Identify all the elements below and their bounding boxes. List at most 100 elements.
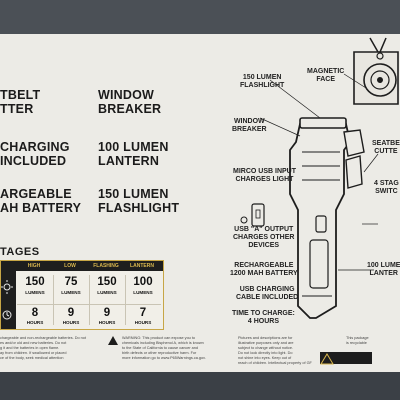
stages-title: TAGES [0,246,40,258]
divider [125,275,126,325]
callout-line: MIRCO USB INPUT [233,168,296,175]
header-high: HIGH [27,263,41,269]
feature-line: FLASHLIGHT [98,201,180,215]
feature-line: AH BATTERY [0,201,82,215]
lumens-unit: LUMENS [61,290,81,295]
fine-line: is recyclable [346,341,367,345]
fine-line: more information go to www.P65Warnings.c… [122,356,206,360]
feature-line: TBELT [0,88,41,102]
callout-line: RECHARGEABLE [234,262,294,269]
fine-line: chargeable and non-rechargeable batterie… [0,336,86,340]
callout-flashlight: 150 LUMEN FLASHLIGHT [240,74,284,90]
feature-flashlight: 150 LUMEN FLASHLIGHT [98,187,179,215]
light-icon [1,280,13,320]
feature-line: WINDOW [98,88,155,102]
callout-magnetic-face: MAGNETIC FACE [307,68,344,84]
hours-unit: HOURS [62,320,80,325]
lumens-flashing: 150 [97,276,117,288]
lumens-unit: LUMENS [25,290,45,295]
callout-switch: 4 STAG SWITC [374,180,399,196]
callout-seatbelt-cutter: SEATBE CUTTE [372,140,400,156]
callout-line: CHARGES OTHER [233,234,295,241]
package-panel: TBELT TTER WINDOW BREAKER CHARGING INCLU… [0,34,400,372]
feature-seatbelt-cutter: TBELT TTER [0,88,40,116]
stages-header-row: HIGH LOW FLASHING LANTERN [1,261,163,271]
feature-line: INCLUDED [0,154,67,168]
callout-line: DEVICES [248,242,280,249]
callout-line: SEATBE [372,140,400,147]
callout-line: CABLE INCLUDED [236,294,299,301]
fine-line: chemicals including Bisphenol A, which i… [122,341,204,345]
feature-battery: ARGEABLE AH BATTERY [0,187,81,215]
callout-line: WINDOW [233,118,265,125]
callout-line: MAGNETIC [307,68,345,75]
callout-charging-cable: USB CHARGING CABLE INCLUDED [236,286,298,302]
callout-line: USB CHARGING [239,286,295,293]
lumens-high: 150 [25,276,45,288]
hours-low: 9 [67,307,75,319]
feature-line: BREAKER [98,102,162,116]
header-flashing: FLASHING [93,263,119,269]
feature-line: CHARGING [0,140,70,154]
fine-line: birth defects or other reproductive harm… [122,351,197,355]
callout-line: FLASHLIGHT [240,82,285,89]
mode-icon-column [1,271,16,329]
stages-table: HIGH LOW FLASHING LANTERN 150 75 150 100 [0,260,164,330]
callout-line: FACE [316,76,335,83]
feature-usb-charging: CHARGING INCLUDED [0,140,70,168]
callout-line: 4 HOURS [247,318,279,325]
warning-triangle-icon [320,353,334,365]
fine-line: Do not look directly into light. Do [238,351,293,355]
callout-micro-usb: MIRCO USB INPUT CHARGES LIGHT [233,168,296,184]
prop65-warning-text: WARNING: This product can expose you to … [122,336,206,361]
hours-high: 8 [31,307,39,319]
hours-unit: HOURS [98,320,116,325]
fine-line: This package [346,336,369,340]
disclaimer-text: Pictures and descriptions are for illust… [238,336,312,366]
fine-line: Pictures and descriptions are for [238,336,293,340]
seatbelt-cutter-blade [345,155,363,189]
recycle-text: This package is recyclable [346,336,369,346]
hours-flashing: 9 [103,307,111,319]
fine-line: not shine into eyes. Keep out of [238,356,292,360]
feature-line: LANTERN [98,154,160,168]
fine-line: ce of the body, seek medical attention [0,356,64,360]
fine-line: WARNING: This product can expose you to [122,336,196,340]
callout-usb-a-output: USB "A" OUTPUT CHARGES OTHER DEVICES [233,226,294,250]
lumens-unit: LUMENS [133,290,153,295]
body-outline [289,123,351,319]
hours-lantern: 7 [139,307,147,319]
hours-unit: HOURS [26,320,44,325]
callout-line: 150 LUMEN [242,74,282,81]
fine-line: to the State of California to cause canc… [122,346,198,350]
callout-lantern: 100 LUME LANTER [367,262,400,278]
callout-line: CHARGES LIGHT [235,176,294,183]
feature-line: ARGEABLE [0,187,72,201]
callout-line: SWITC [375,188,398,195]
lumens-unit: LUMENS [97,290,117,295]
callout-line: TIME TO CHARGE: [232,310,295,317]
window-breaker-tip [343,129,365,157]
callout-line: USB "A" OUTPUT [234,226,294,233]
switch-button [315,215,327,233]
callout-battery: RECHARGEABLE 1200 MAH BATTERY [230,262,298,278]
fine-line: subject to change without notice. [238,346,294,350]
divider [89,275,90,325]
callout-line: 1200 MAH BATTERY [230,270,298,277]
warning-triangle-icon [108,336,118,345]
callout-line: BREAKER [232,126,267,133]
battery-caution-text: chargeable and non-rechargeable batterie… [0,336,86,361]
warning-label-box [320,352,372,365]
callout-line: 4 STAG [374,180,399,187]
hours-unit: HOURS [134,320,152,325]
flashlight-illustration [240,37,399,319]
lamp-head [299,117,347,129]
grip-panel [309,239,329,289]
callout-line: 100 LUME [367,262,400,269]
callout-line: CUTTE [374,148,398,155]
divider [53,275,54,325]
fine-line: ay from children. If swallowed or placed [0,351,67,355]
lumens-lantern: 100 [133,276,153,288]
feature-line: 150 LUMEN [98,187,169,201]
fine-line: reach of children. Intellectual property… [238,361,312,365]
